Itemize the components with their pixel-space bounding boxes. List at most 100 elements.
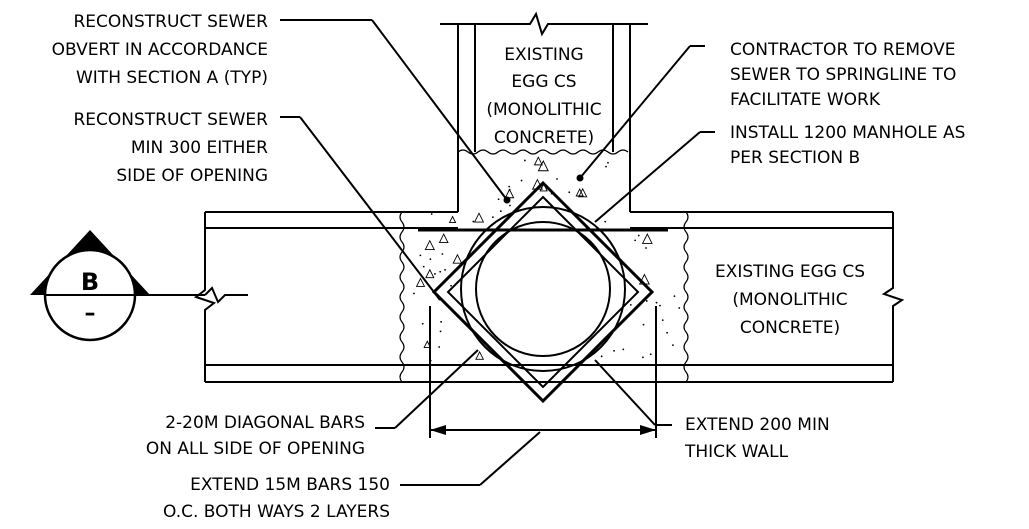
aggregate-triangle — [577, 187, 588, 198]
aggregate-dot — [645, 247, 647, 249]
note-install-manhole: INSTALL 1200 MANHOLE AS PER SECTION B — [730, 123, 965, 168]
note-line: EXISTING — [504, 45, 583, 65]
aggregate-triangle — [641, 233, 653, 244]
note-existing-egg-top: EXISTING EGG CS (MONOLITHIC CONCRETE) — [486, 45, 601, 148]
aggregate-triangle — [424, 239, 435, 251]
note-line: SIDE OF OPENING — [116, 166, 268, 186]
aggregate-dot — [508, 188, 511, 191]
aggregate-dot — [634, 239, 637, 242]
aggregate-dot — [613, 349, 615, 352]
aggregate-dot — [655, 301, 658, 304]
aggregate-triangle — [448, 215, 457, 224]
aggregate-dot — [604, 220, 607, 223]
aggregate-dot — [509, 204, 511, 207]
note-extend-wall: EXTEND 200 MIN THICK WALL — [684, 415, 830, 462]
note-line: WITH SECTION A (TYP) — [76, 68, 268, 88]
aggregate-dot — [430, 213, 433, 215]
section-sheet: – — [85, 301, 96, 326]
aggregate-dot — [661, 319, 664, 322]
outer-pipe-circle — [460, 206, 626, 372]
aggregate-dot — [439, 270, 442, 273]
aggregate-dot — [678, 307, 681, 309]
note-existing-egg-right: EXISTING EGG CS (MONOLITHIC CONCRETE) — [715, 262, 865, 338]
note-line: INSTALL 1200 MANHOLE AS — [730, 123, 965, 143]
aggregate-triangle — [575, 188, 584, 197]
note-line: RECONSTRUCT SEWER — [73, 12, 268, 32]
note-reconstruct-min: RECONSTRUCT SEWER MIN 300 EITHER SIDE OF… — [73, 110, 268, 186]
aggregate-dot — [419, 254, 422, 257]
inner-pipe-circle — [475, 221, 611, 357]
note-line: RECONSTRUCT SEWER — [73, 110, 268, 130]
note-reconstruct-obvert: RECONSTRUCT SEWER OBVERT IN ACCORDANCE W… — [52, 12, 269, 88]
note-line: O.C. BOTH WAYS 2 LAYERS — [163, 502, 390, 522]
aggregate-dot — [642, 356, 644, 359]
aggregate-dot — [472, 220, 475, 223]
aggregate-dot — [499, 210, 502, 213]
aggregate-dot — [629, 304, 632, 306]
aggregate-dot — [605, 165, 607, 168]
new-pipe-and-rebar — [418, 180, 668, 404]
diagonal-bars-outer — [431, 180, 655, 404]
note-line: CONCRETE) — [494, 128, 594, 148]
aggregate-triangle — [452, 253, 463, 264]
aggregate-dot — [439, 330, 442, 333]
aggregate-dot — [556, 178, 558, 180]
aggregate-triangle — [415, 277, 426, 287]
aggregate-dot — [444, 269, 446, 271]
aggregate-triangle — [438, 233, 449, 244]
aggregate-dot — [673, 295, 676, 298]
springline-cut — [457, 149, 629, 155]
note-line: EXTEND 15M BARS 150 — [190, 475, 390, 495]
aggregate-dot — [450, 284, 452, 287]
aggregate-dot — [666, 331, 668, 334]
aggregate-dot — [429, 258, 432, 261]
aggregate-dot — [659, 304, 661, 307]
aggregate-triangle — [425, 268, 435, 279]
note-line: EXISTING EGG CS — [715, 262, 865, 282]
note-line: EXTEND 200 MIN — [685, 415, 830, 435]
aggregate-triangle — [537, 159, 549, 172]
aggregate-dot — [600, 355, 603, 358]
note-contractor-remove: CONTRACTOR TO REMOVE SEWER TO SPRINGLINE… — [730, 40, 956, 110]
aggregate-dot — [440, 320, 443, 323]
aggregate-dot — [645, 300, 648, 302]
diagonal-bars-inner — [446, 195, 640, 389]
existing-vertical-sewer — [440, 11, 648, 212]
aggregate-dot — [434, 273, 436, 275]
note-line: SEWER TO SPRINGLINE TO — [730, 65, 956, 85]
aggregate-dot — [421, 322, 424, 325]
aggregate-triangle — [533, 156, 543, 166]
aggregate-dot — [607, 161, 609, 164]
note-line: CONCRETE) — [740, 318, 840, 338]
concrete-fill — [399, 156, 689, 383]
aggregate-dot — [413, 292, 415, 295]
leader-lines — [280, 19, 715, 486]
section-letter: B — [81, 268, 99, 296]
aggregate-dot — [637, 234, 640, 237]
aggregate-dot — [441, 253, 444, 255]
aggregate-dot — [642, 323, 645, 326]
aggregate-triangle — [473, 212, 485, 223]
aggregate-dot — [672, 344, 674, 347]
note-line: ON ALL SIDE OF OPENING — [146, 439, 365, 459]
note-line: (MONOLITHIC — [732, 290, 847, 310]
aggregate-triangle — [475, 350, 485, 360]
note-line: 2-20M DIAGONAL BARS — [165, 413, 365, 433]
note-line: EGG CS — [511, 72, 576, 92]
note-line: (MONOLITHIC — [486, 100, 601, 120]
note-extend-bars: EXTEND 15M BARS 150 O.C. BOTH WAYS 2 LAY… — [163, 475, 390, 522]
aggregate-dot — [524, 159, 526, 162]
aggregate-dot — [508, 185, 511, 188]
section-marker-b: B – — [30, 230, 248, 342]
aggregate-triangle — [423, 340, 432, 348]
aggregate-dot — [568, 191, 571, 194]
note-line: PER SECTION B — [730, 148, 860, 168]
aggregate-dot — [422, 265, 425, 268]
aggregate-dot — [622, 348, 625, 351]
aggregate-dot — [492, 216, 494, 219]
aggregate-dot — [438, 346, 441, 348]
aggregate-dot — [497, 198, 500, 201]
note-diagonal-bars: 2-20M DIAGONAL BARS ON ALL SIDE OF OPENI… — [146, 413, 365, 459]
note-line: OBVERT IN ACCORDANCE — [52, 40, 268, 60]
